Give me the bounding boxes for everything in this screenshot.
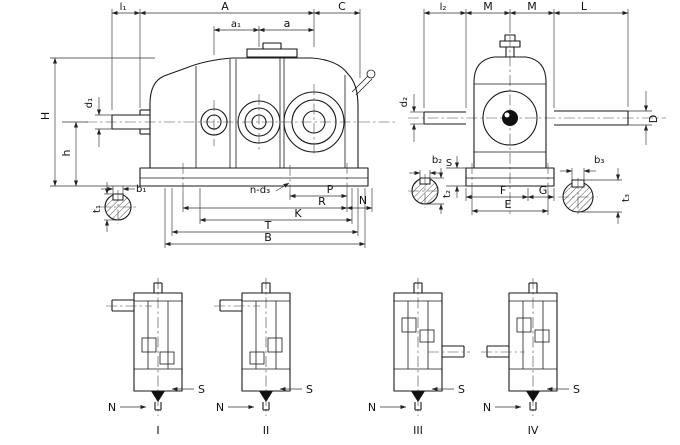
dim-F-label: F (500, 184, 506, 197)
dim-nd3-label: n-d₃ (250, 185, 270, 196)
dim-t2-label: t₂ (442, 190, 453, 198)
dim-C-label: C (338, 0, 346, 13)
variant1-numeral: I (156, 424, 159, 437)
dim-K-label: K (294, 207, 302, 220)
variant3-s-label: S (458, 383, 465, 396)
dim-N-label: N (359, 194, 367, 207)
variant3-n-label: N (368, 401, 376, 414)
dim-G-label: G (539, 184, 548, 197)
dim-R-label: R (318, 195, 326, 208)
dim-P-label: P (327, 183, 334, 196)
dim-B-label: B (264, 231, 272, 244)
dim-b1-label: b₁ (136, 184, 146, 195)
dim-l1-label: l₁ (120, 2, 127, 13)
dim-b2-label: b₂ (432, 155, 442, 166)
dim-l2-label: l₂ (440, 2, 447, 13)
dim-L-label: L (581, 0, 588, 13)
dim-M1-label: M (483, 0, 493, 13)
dim-a1-label: a₁ (231, 19, 241, 30)
variant-2: S N II (214, 278, 313, 437)
variant4-n-label: N (483, 401, 491, 414)
variant1-s-label: S (198, 383, 205, 396)
dim-h-label: h (60, 149, 73, 156)
dim-M2-label: M (527, 0, 537, 13)
variant1-n-label: N (108, 401, 116, 414)
dim-t3-label: t₃ (621, 194, 632, 202)
front-view: l₁ A C a₁ a H h d₁ b₁ (39, 0, 398, 248)
dim-A-label: A (221, 0, 229, 13)
dim-t1-label: t₁ (92, 205, 103, 213)
variant2-n-label: N (216, 401, 224, 414)
dim-H-label: H (39, 112, 52, 120)
variant4-s-label: S (573, 383, 580, 396)
dim-d2-label: d₂ (399, 97, 410, 107)
variant-3: S N III (368, 278, 470, 437)
variant-1: S N I (106, 278, 205, 437)
dim-b3-label: b₃ (594, 155, 604, 166)
dim-a-label: a (284, 17, 291, 30)
variant-4: S N IV (481, 278, 580, 437)
variant2-s-label: S (306, 383, 313, 396)
variant3-numeral: III (413, 424, 423, 437)
side-key-section-left: b₂ t₂ (408, 155, 453, 214)
side-key-section-right: b₃ t₃ (558, 155, 632, 224)
dim-T-label: T (264, 219, 272, 232)
dim-D-label: D (647, 115, 660, 123)
front-key-section: b₁ t₁ (92, 182, 146, 232)
dim-S-label: S (446, 158, 452, 169)
dim-d1-label: d₁ (84, 98, 95, 108)
variant2-numeral: II (263, 424, 270, 437)
side-view: l₂ M M L d₂ D S b₂ (399, 0, 666, 224)
dim-E-label: E (505, 198, 512, 211)
variant4-numeral: IV (528, 424, 539, 437)
